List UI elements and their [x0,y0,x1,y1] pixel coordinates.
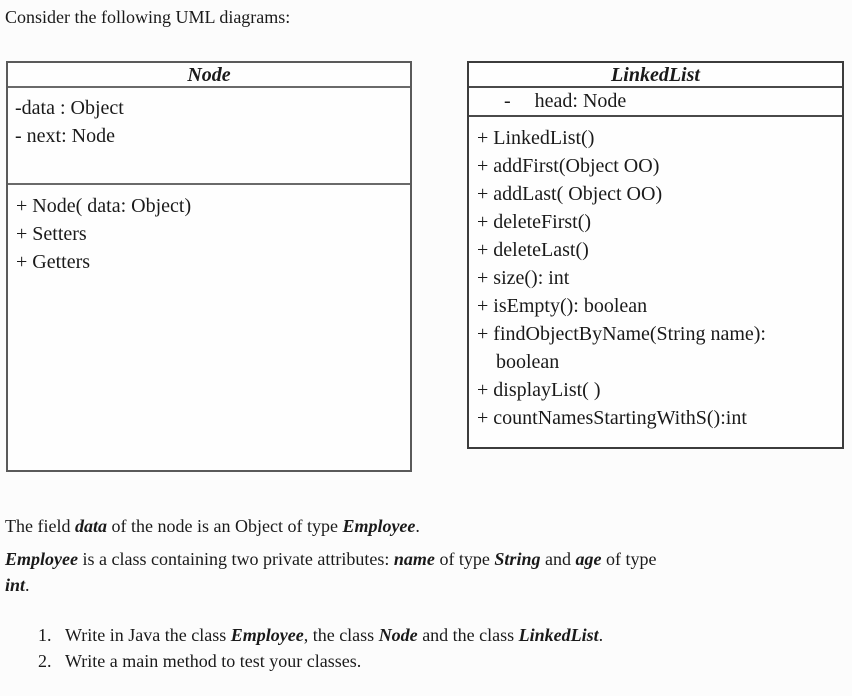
text-run: Write a main method to test your classes… [65,651,362,671]
field-description-paragraph: The field data of the node is an Object … [5,513,420,540]
uml-node-attributes-compartment: -data : Object - next: Node [8,88,410,185]
method-line: + countNamesStartingWithS():int [477,407,747,429]
employee-description-line2: int. [5,572,30,599]
text-run: of type [434,549,495,569]
method-line: + deleteLast() [477,239,589,261]
method-line: + addLast( Object OO) [477,183,663,205]
employee-description-line1: Employee is a class containing two priva… [5,546,656,573]
text-run-emphasis: name [393,549,435,569]
text-run-emphasis: Employee [342,516,416,536]
method-line: + deleteFirst() [477,211,592,233]
uml-linkedlist-methods-compartment: + LinkedList() + addFirst(Object OO) + a… [469,117,842,447]
uml-class-linkedlist: LinkedList - head: Node + LinkedList() + … [467,61,844,449]
task-number: 2. [38,651,52,671]
text-run-emphasis: Employee [5,549,78,569]
uml-class-node: Node -data : Object - next: Node + Node(… [6,61,412,472]
text-run: Write in Java the class [65,625,231,645]
text-run: . [25,575,30,595]
attribute-line: -data : Object [15,97,124,119]
method-line-continuation: boolean [496,351,560,373]
attribute-line: - next: Node [15,125,115,147]
uml-class-linkedlist-title: LinkedList [469,63,842,88]
method-line: + Node( data: Object) [16,195,192,217]
text-run: The field [5,516,75,536]
text-run: and [540,549,576,569]
method-line: + isEmpty(): boolean [477,295,648,317]
task-text: Write a main method to test your classes… [65,648,361,674]
method-line: + displayList( ) [477,379,601,401]
text-run: of the node is an Object of type [107,516,343,536]
method-line: + LinkedList() [477,127,595,149]
text-run: and the class [417,625,519,645]
text-run: is a class containing two private attrib… [77,549,394,569]
task-number: 1. [38,625,52,645]
method-line: + Getters [16,251,91,273]
method-line: + addFirst(Object OO) [477,155,660,177]
method-line: + findObjectByName(String name): [477,323,766,345]
attribute-line: head: Node [534,90,627,112]
text-run: , the class [303,625,379,645]
uml-class-node-title: Node [8,63,410,88]
method-line: + Setters [16,223,87,245]
text-run: of type [601,549,657,569]
text-run-emphasis: String [494,549,541,569]
attribute-visibility-marker: - [504,90,511,112]
text-run: . [415,516,420,536]
text-run: . [598,625,604,645]
text-run-emphasis: int [5,575,26,595]
text-run-emphasis: age [575,549,602,569]
uml-linkedlist-attributes-compartment: - head: Node [469,88,842,117]
method-line: + size(): int [477,267,570,289]
text-run-emphasis: LinkedList [518,625,599,645]
uml-node-methods-compartment: + Node( data: Object) + Setters + Getter… [8,185,410,470]
task-text: Write in Java the class Employee, the cl… [65,622,603,648]
text-run-emphasis: data [74,516,107,536]
text-run-emphasis: Employee [230,625,304,645]
text-run-emphasis: Node [378,625,418,645]
exercise-intro-text: Consider the following UML diagrams: [5,7,291,27]
